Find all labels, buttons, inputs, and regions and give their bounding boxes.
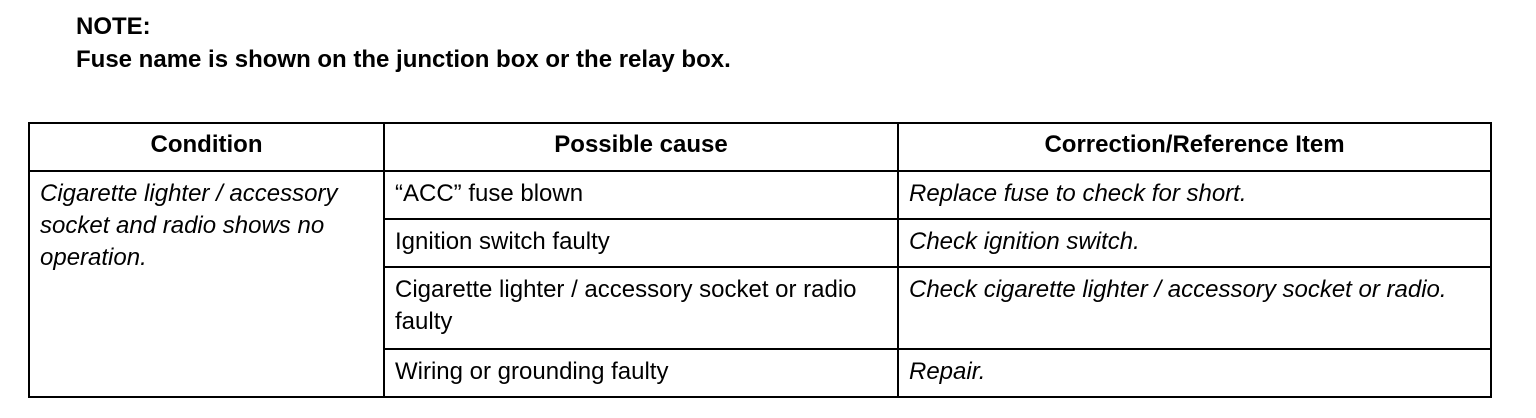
cause-cell: Ignition switch faulty [383, 218, 899, 268]
correction-cell: Replace fuse to check for short. [897, 170, 1492, 220]
cause-cell: Wiring or grounding faulty [383, 348, 899, 398]
header-condition: Condition [28, 122, 385, 172]
condition-cell: Cigarette lighter / accessory socket and… [28, 170, 385, 398]
header-correction: Correction/Reference Item [897, 122, 1492, 172]
table-row: Wiring or grounding faulty Repair. [29, 348, 1492, 398]
note-text: Fuse name is shown on the junction box o… [76, 46, 731, 73]
table-row: Ignition switch faulty Check ignition sw… [29, 218, 1492, 268]
note-block: NOTE: Fuse name is shown on the junction… [76, 10, 731, 76]
correction-cell: Repair. [897, 348, 1492, 398]
table-header-row: Condition Possible cause Correction/Refe… [28, 122, 1492, 172]
troubleshooting-table: Condition Possible cause Correction/Refe… [28, 122, 1492, 398]
table-row: Cigarette lighter / accessory socket or … [29, 266, 1492, 350]
header-possible-cause: Possible cause [383, 122, 899, 172]
cause-cell: Cigarette lighter / accessory socket or … [383, 266, 899, 350]
cause-cell: “ACC” fuse blown [383, 170, 899, 220]
correction-cell: Check ignition switch. [897, 218, 1492, 268]
correction-cell: Check cigarette lighter / accessory sock… [897, 266, 1492, 350]
note-title: NOTE: [76, 13, 151, 40]
table-row: Cigarette lighter / accessory socket and… [28, 170, 1492, 398]
